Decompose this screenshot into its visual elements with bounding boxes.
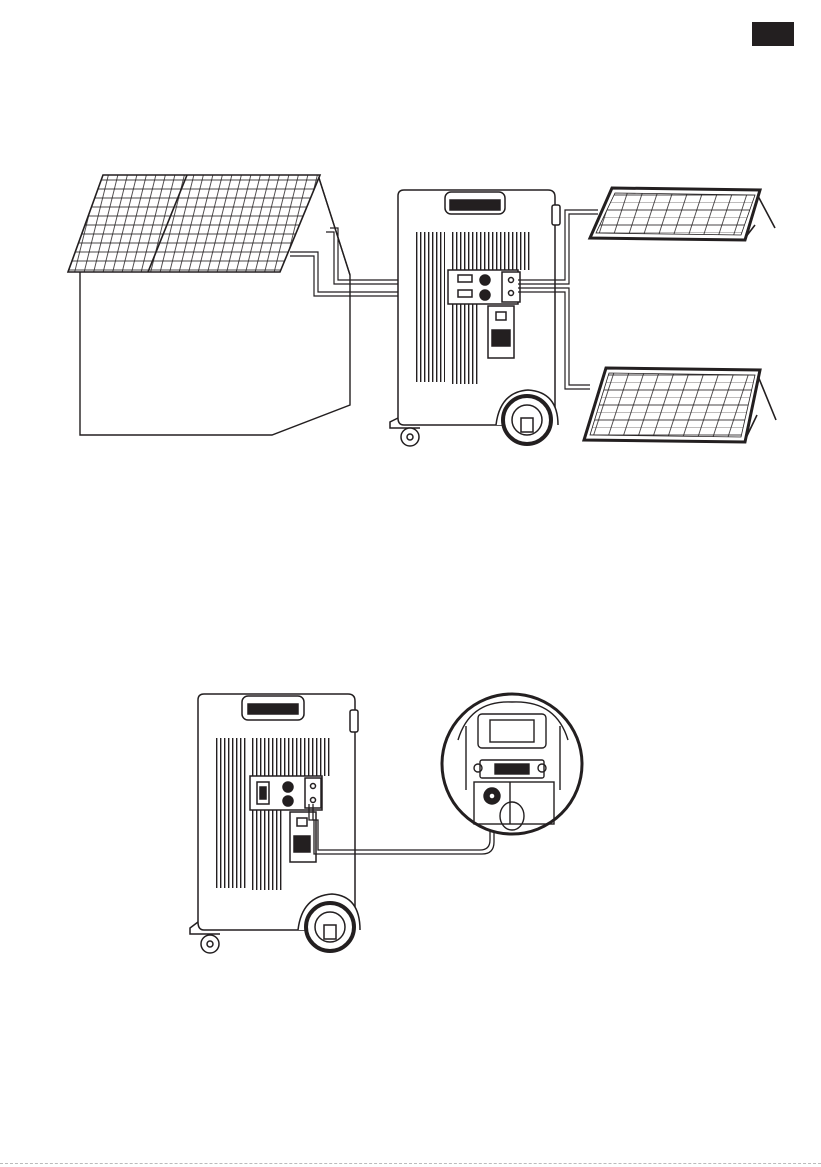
charging-port-detail-callout (442, 694, 582, 834)
page-bottom-rule (0, 1163, 821, 1164)
bottom-illustration (185, 685, 605, 965)
power-station (190, 694, 360, 953)
power-station (390, 190, 560, 446)
language-tab-marker (752, 22, 794, 46)
roof-solar-array (68, 175, 320, 272)
top-illustration (60, 160, 800, 460)
portable-solar-panel-lower (584, 368, 776, 442)
portable-solar-panel-upper (590, 188, 775, 240)
